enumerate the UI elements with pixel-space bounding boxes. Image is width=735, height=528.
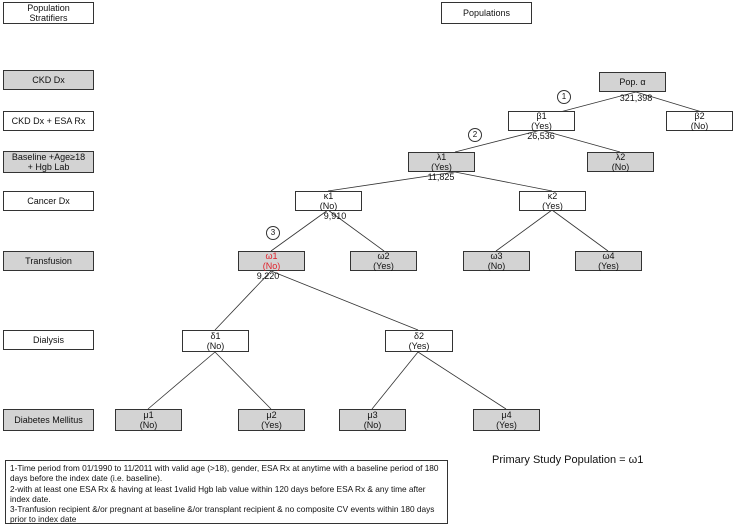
node-name: κ2 <box>547 191 558 201</box>
node-lambda2: λ2 (No) <box>587 152 654 172</box>
stratifier-ckd-esa: CKD Dx + ESA Rx <box>3 111 94 131</box>
footnote-box: 1-Time period from 01/1990 to 11/2011 wi… <box>5 460 448 524</box>
node-name: μ2 <box>266 410 277 420</box>
node-mu4: μ4 (Yes) <box>473 409 540 431</box>
stratifier-transfusion: Transfusion <box>3 251 94 271</box>
node-name: δ1 <box>210 331 221 341</box>
node-mu1: μ1 (No) <box>115 409 182 431</box>
node-status: (No) <box>319 201 338 211</box>
stratifier-cancer-dx: Cancer Dx <box>3 191 94 211</box>
node-name: ω2 <box>377 251 390 261</box>
node-name: ω4 <box>602 251 615 261</box>
node-status: (Yes) <box>598 261 619 271</box>
node-status: (Yes) <box>542 201 563 211</box>
node-delta2: δ2 (Yes) <box>385 330 453 352</box>
footnote-3: 3-Tranfusion recipient &/or pregnant at … <box>10 504 435 525</box>
node-count: 321,398 <box>619 93 653 103</box>
node-status: (No) <box>611 162 630 172</box>
node-status: (Yes) <box>408 341 430 351</box>
stratifier-baseline-age-hgb: Baseline +Age≥18 + Hgb Lab <box>3 151 94 173</box>
stratifiers-header: Population Stratifiers <box>3 2 94 24</box>
node-omega1: ω1 (No) <box>238 251 305 271</box>
node-omega4: ω4 (Yes) <box>575 251 642 271</box>
footnote-1: 1-Time period from 01/1990 to 11/2011 wi… <box>10 463 439 484</box>
node-name: δ2 <box>413 331 424 341</box>
node-kappa2: κ2 (Yes) <box>519 191 586 211</box>
node-mu2: μ2 (Yes) <box>238 409 305 431</box>
node-delta1: δ1 (No) <box>182 330 249 352</box>
node-status: (No) <box>206 341 225 351</box>
node-mu3: μ3 (No) <box>339 409 406 431</box>
node-name: Pop. α <box>619 77 646 87</box>
node-status: (No) <box>363 420 382 430</box>
node-status: (Yes) <box>431 162 452 172</box>
node-status: (Yes) <box>261 420 282 430</box>
node-pop-alpha: Pop. α <box>599 72 666 92</box>
node-kappa1: κ1 (No) <box>295 191 362 211</box>
node-omega3: ω3 (No) <box>463 251 530 271</box>
node-beta2: β2 (No) <box>666 111 733 131</box>
node-name: β2 <box>694 111 705 121</box>
node-name: κ1 <box>323 191 334 201</box>
step-marker-3: 3 <box>266 226 280 240</box>
node-status: (No) <box>690 121 709 131</box>
node-count: 9,220 <box>256 271 280 281</box>
node-count: 11,825 <box>427 172 455 182</box>
step-marker-2: 2 <box>468 128 482 142</box>
node-name: β1 <box>536 111 547 121</box>
node-status: (Yes) <box>531 121 552 131</box>
node-lambda1: λ1 (Yes) <box>408 152 475 172</box>
node-name: μ1 <box>143 410 154 420</box>
node-name: μ4 <box>501 410 512 420</box>
primary-study-population: Primary Study Population = ω1 <box>492 454 644 466</box>
node-count: 9,910 <box>323 211 347 221</box>
stratifier-diabetes: Diabetes Mellitus <box>3 409 94 431</box>
node-beta1: β1 (Yes) <box>508 111 575 131</box>
footnote-2: 2-with at least one ESA Rx & having at l… <box>10 483 426 504</box>
populations-header: Populations <box>441 2 532 24</box>
stratifier-dialysis: Dialysis <box>3 330 94 350</box>
node-name: λ1 <box>436 152 447 162</box>
node-status: (No) <box>139 420 158 430</box>
step-marker-1: 1 <box>557 90 571 104</box>
node-status: (No) <box>262 261 281 271</box>
node-status: (Yes) <box>496 420 517 430</box>
node-status: (No) <box>487 261 506 271</box>
node-omega2: ω2 (Yes) <box>350 251 417 271</box>
stratifier-ckd-dx: CKD Dx <box>3 70 94 90</box>
node-name: λ2 <box>615 152 626 162</box>
node-name: ω3 <box>490 251 503 261</box>
node-count: 26,536 <box>527 131 555 141</box>
node-status: (Yes) <box>373 261 394 271</box>
node-name: ω1 <box>265 251 278 261</box>
node-name: μ3 <box>367 410 378 420</box>
